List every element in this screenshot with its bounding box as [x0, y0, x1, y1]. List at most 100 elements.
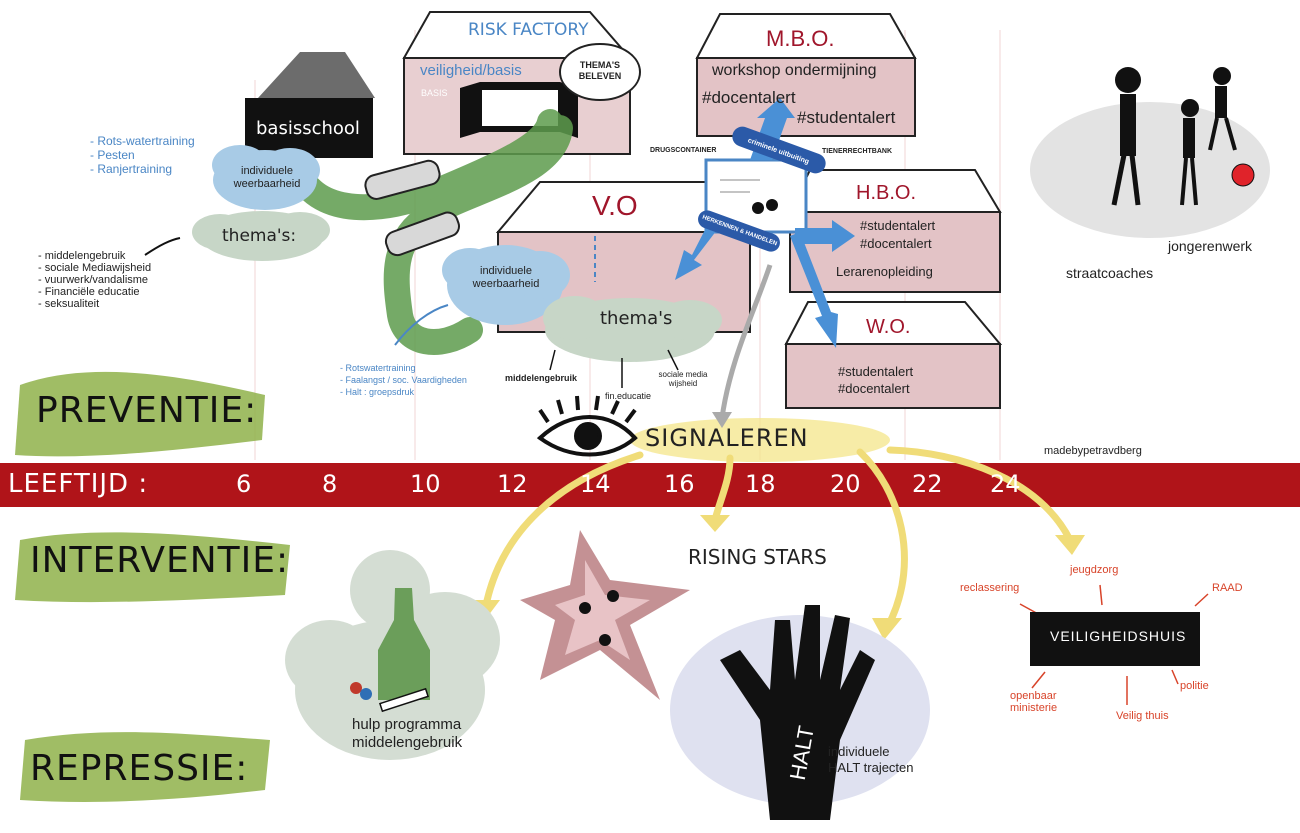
vo-training-item: - Halt : groepsdruk: [340, 387, 415, 397]
drugscontainer-label: DRUGSCONTAINER: [650, 147, 717, 154]
brush-interventie: [15, 532, 290, 603]
partner-politie: politie: [1180, 680, 1209, 692]
themas-list-item: - vuurwerk/vandalisme: [38, 274, 149, 286]
stage-repressie: REPRESSIE:: [30, 748, 249, 789]
training-item: - Rots-watertraining: [90, 134, 195, 148]
stage-interventie: INTERVENTIE:: [30, 540, 290, 581]
wo-house: [784, 301, 1003, 409]
vo-training-item: - Rotswatertraining: [340, 363, 416, 373]
rising-stars-label: RISING STARS: [688, 545, 827, 569]
cloud1-label: individuele weerbaarheid: [233, 165, 301, 190]
grey-arrow: [719, 264, 773, 419]
straatcoaches-area: [1030, 67, 1270, 238]
halt-hand: [670, 605, 930, 820]
hulp-programma-cloud: [285, 550, 500, 760]
wo-title: W.O.: [866, 316, 911, 338]
straatcoaches-label: straatcoaches: [1066, 265, 1154, 281]
hbo-line-studentalert: #studentalert: [860, 218, 936, 233]
blue-capsules: [698, 126, 826, 252]
partner-jeugdzorg: jeugdzorg: [1070, 564, 1119, 576]
signaleren-highlight: [630, 418, 890, 462]
themas2-item-media: sociale media wijsheid: [658, 370, 708, 388]
timeline-age: 10: [410, 470, 441, 498]
bus-1: [364, 159, 441, 200]
timeline-age: 8: [322, 470, 338, 498]
signaleren-label: SIGNALEREN: [645, 424, 809, 452]
risk-factory-basis: BASIS: [421, 88, 448, 98]
cloud-themas-1: [192, 211, 330, 261]
mbo-line-docentalert: #docentalert: [702, 88, 796, 107]
stage-preventie: PREVENTIE:: [36, 390, 258, 431]
hbo-title: H.B.O.: [856, 182, 917, 204]
partner-reclassering: reclassering: [960, 582, 1020, 594]
cloud2-label: individuele weerbaarheid: [472, 265, 540, 290]
hulp-programma-line: middelengebruik: [352, 734, 463, 751]
cloud-weerbaarheid-2: [442, 245, 570, 325]
training-item: - Pesten: [90, 148, 135, 162]
cloud-themas-2: [543, 296, 722, 362]
timeline-age: 14: [580, 470, 611, 498]
hbo-line-docentalert: #docentalert: [860, 236, 932, 251]
brush-repressie: [20, 732, 270, 802]
mbo-house: [695, 13, 917, 137]
brush-strokes: [15, 371, 290, 802]
timeline-label: LEEFTIJD :: [8, 469, 149, 499]
veiligheidshuis-box: [1030, 612, 1200, 666]
basisschool-label: basisschool: [256, 118, 360, 139]
mbo-line-workshop: workshop ondermijning: [712, 62, 877, 79]
themas-lines: [549, 349, 679, 388]
hbo-line-lerarenopleiding: Lerarenopleiding: [836, 264, 933, 279]
partner-openbaar-ministerie: openbaar ministerie: [1010, 690, 1058, 714]
vo-title: V.O: [592, 190, 638, 221]
timeline-band: [0, 463, 1300, 507]
themas1-label: thema's:: [222, 226, 297, 246]
vo-training-item: - Faalangst / soc. Vaardigheden: [340, 375, 467, 385]
brush-preventie: [15, 371, 265, 457]
themas2-label: thema's: [600, 308, 673, 329]
veiligheidshuis-title: VEILIGHEIDSHUIS: [1050, 628, 1187, 644]
partner-raad: RAAD: [1212, 582, 1243, 594]
hulp-programma-line: hulp programma: [352, 716, 462, 733]
jongerenwerk-label: jongerenwerk: [1168, 238, 1253, 254]
timeline-age: 18: [745, 470, 776, 498]
wo-line-studentalert: #studentalert: [838, 364, 914, 379]
rising-stars-star: [520, 530, 690, 700]
themas-list-item: - Financiële educatie: [38, 286, 140, 298]
themas2-item-middelen: middelengebruik: [505, 373, 578, 383]
risk-factory-title: RISK FACTORY: [468, 20, 589, 40]
eye-drawing: [536, 395, 638, 457]
blue-arrows: [675, 98, 855, 348]
tienerrechtbank-label: TIENERRECHTBANK: [822, 148, 892, 155]
themas-beleven-bubble: THEMA'S BELEVEN: [578, 60, 622, 81]
themas-list-item: - seksualiteit: [38, 298, 100, 310]
yellow-arrows: [481, 446, 1074, 626]
themas-list-item: - middelengebruik: [38, 250, 126, 262]
timeline-age: 16: [664, 470, 695, 498]
timeline-age: 24: [990, 470, 1021, 498]
vo-trainings-arrow: [394, 304, 449, 346]
themas-list-item: - sociale Mediawijsheid: [38, 262, 152, 274]
themas-arrow-1: [144, 237, 181, 256]
cloud-weerbaarheid-1: [212, 145, 320, 210]
timeline-age: 20: [830, 470, 861, 498]
partner-veilig-thuis: Veilig thuis: [1116, 710, 1169, 722]
credit-label: madebypetravdberg: [1044, 445, 1142, 457]
left-trainings-list: - Rots-watertraining - Pesten - Ranjertr…: [90, 134, 195, 176]
halt-trajecten-label: individuele HALT trajecten: [828, 744, 914, 776]
timeline-age: 22: [912, 470, 943, 498]
risk-factory-house: [402, 11, 641, 155]
timeline-age: 6: [236, 470, 252, 498]
timeline-age: 12: [497, 470, 528, 498]
themas2-item-fin: fin.educatie: [605, 391, 652, 401]
risk-factory-subtitle: veiligheid/basis: [420, 62, 522, 79]
halt-trajecten-line: HALT trajecten: [828, 760, 914, 775]
mbo-line-studentalert: #studentalert: [797, 108, 896, 127]
bus-2: [384, 211, 460, 257]
hulp-programma-label: hulp programma middelengebruik: [352, 716, 462, 752]
wo-line-docentalert: #docentalert: [838, 381, 910, 396]
themas-list: - middelengebruik - sociale Mediawijshei…: [38, 250, 151, 310]
halt-trajecten-line: individuele: [828, 744, 890, 759]
hbo-house: [788, 169, 1002, 293]
vo-trainings-list: - Rotswatertraining - Faalangst / soc. V…: [340, 362, 467, 398]
